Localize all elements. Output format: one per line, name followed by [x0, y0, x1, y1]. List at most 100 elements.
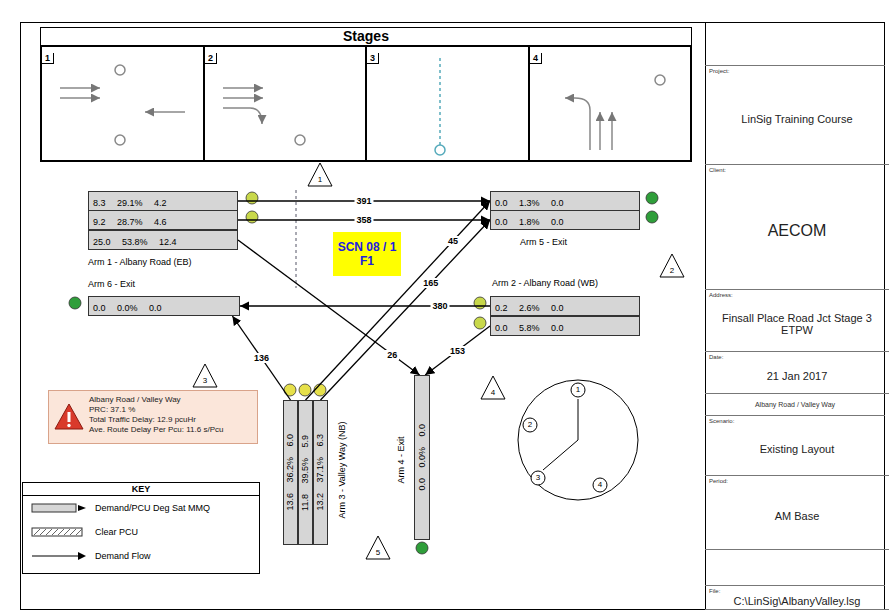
legend-row: Demand Flow [23, 544, 259, 568]
results-note: Albany Road / Valley WayPRC: 37.1 %Total… [48, 390, 258, 444]
cycle-marker: 4 [598, 480, 602, 490]
stage-box: 1 [41, 46, 204, 161]
lane-result: 11.8 39.5% 5.9 [300, 435, 311, 511]
lane-result: 0.2 2.6% 0.0 [495, 302, 564, 314]
callout-number: 3 [203, 376, 207, 386]
lane-box: 9.2 28.7% 4.6 [88, 210, 238, 230]
title-block-cell: Scenario:Existing Layout [705, 416, 889, 476]
lane-result: 9.2 28.7% 4.6 [93, 216, 167, 228]
lane-result: 13.6 36.2% 6.0 [285, 434, 296, 511]
lane-box: 0.0 5.8% 0.0 [490, 316, 640, 336]
phase-marker [115, 135, 125, 145]
movement-arrow [599, 112, 601, 150]
callout-triangle [193, 364, 217, 387]
lane-box: 0.0 0.0% 0.0 [414, 375, 430, 540]
lane-result: 0.0 1.8% 0.0 [495, 216, 564, 228]
movement-arrow [60, 87, 100, 89]
lane-result: 0.0 5.8% 0.0 [495, 322, 564, 334]
field-value: C:\LinSig\AlbanyValley.lsg [709, 595, 885, 607]
hatch-line [58, 529, 64, 535]
cycle-marker-ring [531, 471, 545, 485]
flow-sample [32, 555, 79, 556]
warning-icon [54, 403, 84, 430]
callout-triangles [193, 163, 684, 559]
warning-dot [67, 424, 70, 427]
arm-name: Arm 2 - Albany Road (WB) [492, 278, 598, 288]
pedestrian-crossing [439, 58, 441, 145]
phase-marker [295, 135, 305, 145]
stage-box: 2 [204, 46, 366, 161]
title-block-cell: Date:21 Jan 2017 [705, 352, 889, 394]
field-caption: Address: [709, 292, 885, 299]
panel-heading: Stages [41, 28, 691, 46]
field-caption: Client: [709, 167, 885, 174]
arm-name: Arm 5 - Exit [520, 237, 567, 247]
lane-box: 11.8 39.5% 5.9 [298, 400, 313, 545]
note-text: Albany Road / Valley Way [89, 395, 253, 405]
flow-value: 165 [421, 278, 440, 288]
field-value: Albany Road / Valley Way [755, 401, 835, 408]
lane-result: 8.3 29.1% 4.2 [93, 197, 167, 209]
traffic-flow [306, 201, 491, 400]
stage-sketch [60, 58, 665, 155]
warning-bar [68, 412, 71, 422]
flow-value: 26 [385, 350, 399, 360]
clock-face [518, 380, 638, 500]
callout-number: 4 [491, 388, 495, 398]
lane-result: 25.0 53.8% 12.4 [93, 236, 177, 248]
movement-arrow [223, 87, 263, 89]
lane-result: 0.0 1.3% 0.0 [495, 197, 564, 209]
phase-marker [115, 65, 125, 75]
lane-result: 13.2 37.1% 6.3 [315, 434, 326, 511]
signal-head [474, 297, 486, 309]
lane-box: 0.0 1.8% 0.0 [490, 210, 640, 230]
clock-hand [543, 440, 578, 470]
movement-arrow [145, 111, 185, 113]
field-value: AECOM [709, 174, 885, 287]
hatch-line [64, 529, 70, 535]
note-text: PRC: 37.1 % [89, 405, 253, 415]
field-caption: File: [709, 588, 885, 595]
stages-panel: Stages1234 [40, 27, 692, 162]
key-panel: KEYDemand/PCU Deg Sat MMQClear PCUDemand… [22, 482, 260, 574]
stage-box: 3 [366, 46, 529, 161]
flow-value: 136 [252, 353, 271, 363]
stage-number: 3 [367, 53, 379, 64]
traffic-flow [232, 316, 290, 400]
cycle-marker-ring [593, 478, 607, 492]
lane-sample [32, 504, 76, 512]
field-caption: Project: [709, 68, 885, 75]
hatch-line [52, 529, 58, 535]
flow-value: 391 [354, 196, 373, 206]
movement-arrow [611, 112, 613, 150]
flow-value: 358 [354, 215, 373, 225]
stage-number: 1 [42, 53, 54, 64]
title-block-cell: Project:LinSig Training Course [705, 66, 889, 165]
hatch-line [46, 529, 52, 535]
signal-head [246, 211, 258, 223]
legend-text: Demand Flow [95, 551, 151, 561]
flow-value: 45 [446, 236, 460, 246]
hatch-line [70, 529, 76, 535]
phase-marker [435, 145, 445, 155]
arm-name: Arm 1 - Albany Road (EB) [88, 257, 192, 267]
callout-number: 5 [376, 548, 380, 558]
movement-arrow [60, 97, 100, 99]
hatch-line [76, 529, 82, 535]
field-value: LinSig Training Course [709, 75, 885, 162]
movement-arrow [223, 108, 262, 124]
scenario-tag: SCN 08 / 1 F1 [333, 232, 401, 276]
lane-box: 8.3 29.1% 4.2 [88, 191, 238, 211]
arm-name: Arm 6 - Exit [88, 279, 135, 289]
cycle-marker: 3 [536, 473, 540, 483]
signal-head [69, 297, 81, 309]
field-caption: Period: [709, 478, 885, 485]
callout-number: 1 [318, 175, 322, 185]
warning-triangle [55, 404, 83, 429]
phase-marker [655, 75, 665, 85]
field-caption: Scenario: [709, 418, 885, 425]
title-block-cell: Period:AM Base [705, 476, 889, 550]
signal-head [246, 192, 258, 204]
traffic-flow [321, 220, 491, 400]
signal-head [416, 542, 428, 554]
